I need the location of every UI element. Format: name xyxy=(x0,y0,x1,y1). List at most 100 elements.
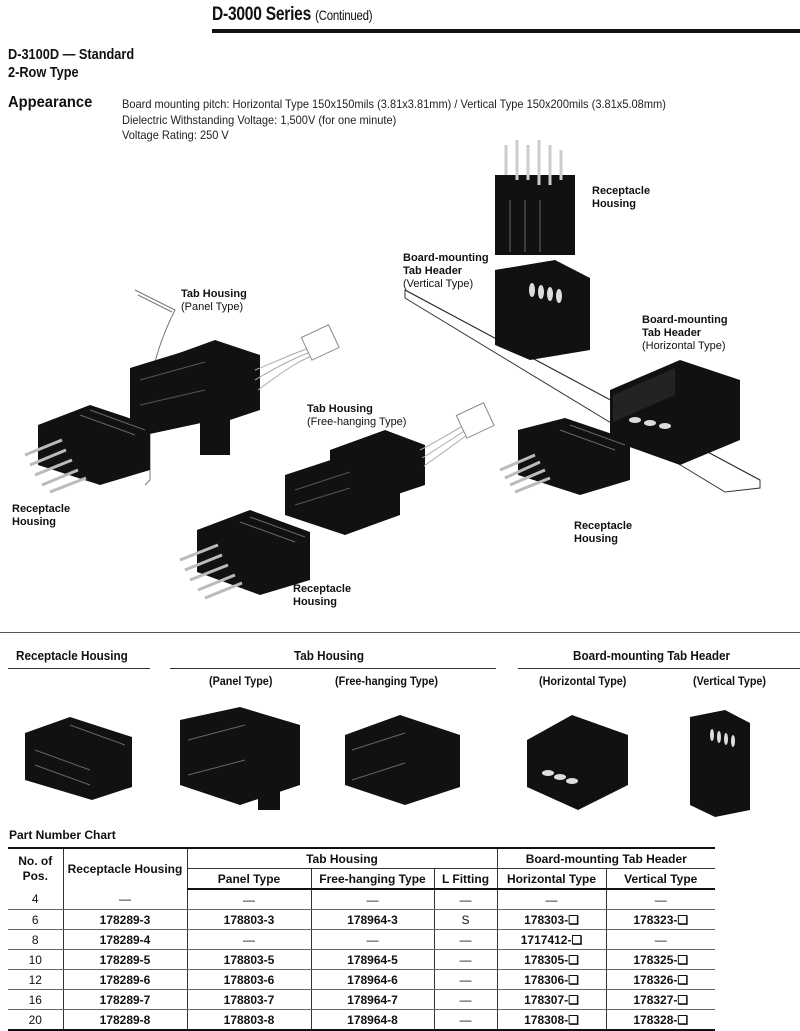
cell-vertical: 178323-❏ xyxy=(605,909,715,930)
header-pos: No. of Pos. xyxy=(8,847,63,889)
cell-lfit: — xyxy=(433,889,497,910)
part-chart-title: Part Number Chart xyxy=(9,828,116,842)
callout-tab-panel: Tab Housing (Panel Type) xyxy=(181,288,247,314)
thumb-tab-free xyxy=(345,715,460,805)
section-divider xyxy=(0,632,800,633)
callout-title: Housing xyxy=(574,533,618,545)
cell-lfit: — xyxy=(433,949,497,970)
cell-panel: 178803-8 xyxy=(186,1009,311,1031)
header-lfit: L Fitting xyxy=(433,868,497,890)
cell-receptacle: — xyxy=(62,889,187,910)
header-panel: Panel Type xyxy=(186,868,311,890)
cell-horizontal: 178308-❏ xyxy=(496,1009,606,1031)
spec-voltage: Voltage Rating: 250 V xyxy=(122,128,229,142)
cell-vertical: — xyxy=(605,929,715,950)
cell-horizontal: 178303-❏ xyxy=(496,909,606,930)
callout-subtitle: (Horizontal Type) xyxy=(642,340,726,352)
receptacle-housing-vertical-drawing xyxy=(495,140,575,255)
header-tab-housing: Tab Housing xyxy=(186,847,497,869)
cell-receptacle: 178289-5 xyxy=(62,949,187,970)
cell-lfit: — xyxy=(433,989,497,1010)
product-head-underline xyxy=(8,668,150,669)
cell-lfit: — xyxy=(433,969,497,990)
callout-subtitle: (Panel Type) xyxy=(181,301,244,313)
thumb-header-horizontal xyxy=(527,715,628,810)
header-horizontal: Horizontal Type xyxy=(496,868,606,890)
product-title-line2: 2-Row Type xyxy=(8,64,79,81)
callout-title: Tab Housing xyxy=(307,403,373,415)
series-title-text: D-3000 Series xyxy=(212,4,312,25)
tab-header-horizontal-drawing xyxy=(610,360,740,465)
callout-title: Housing xyxy=(592,198,636,210)
callout-title: Board-mounting xyxy=(642,314,728,326)
cell-free: 178964-5 xyxy=(310,949,434,970)
callout-title: Tab Header xyxy=(642,327,702,339)
callout-subtitle: (Free-hanging Type) xyxy=(307,416,407,428)
product-head-receptacle: Receptacle Housing xyxy=(16,648,128,663)
product-sub-vertical: (Vertical Type) xyxy=(693,674,767,688)
callout-title: Board-mounting xyxy=(403,252,489,264)
header-free: Free-hanging Type xyxy=(310,868,434,890)
title-rule xyxy=(212,29,800,33)
appearance-specs: Board mounting pitch: Horizontal Type 15… xyxy=(122,97,666,144)
product-thumbnails xyxy=(25,707,750,817)
cell-vertical: 178328-❏ xyxy=(605,1009,715,1031)
callout-receptacle-right: Receptacle Housing xyxy=(574,520,632,546)
header-board-header: Board-mounting Tab Header xyxy=(496,847,715,869)
cell-receptacle: 178289-8 xyxy=(62,1009,187,1031)
cell-pos: 4 xyxy=(8,889,63,910)
cell-free: 178964-7 xyxy=(310,989,434,1010)
cell-free: — xyxy=(310,929,434,950)
product-head-tab-housing: Tab Housing xyxy=(294,648,364,663)
receptacle-housing-mid-drawing xyxy=(179,510,310,600)
callout-board-horizontal: Board-mounting Tab Header (Horizontal Ty… xyxy=(642,314,728,353)
part-number-table: No. of Pos. Receptacle Housing Tab Housi… xyxy=(8,847,715,1031)
product-head-underline xyxy=(170,668,496,669)
cell-vertical: 178327-❏ xyxy=(605,989,715,1010)
header-receptacle: Receptacle Housing xyxy=(62,847,187,889)
cell-horizontal: 178307-❏ xyxy=(496,989,606,1010)
product-sub-horizontal: (Horizontal Type) xyxy=(539,674,627,688)
cell-vertical: — xyxy=(605,889,715,910)
callout-receptacle-mid: Receptacle Housing xyxy=(293,583,351,609)
series-title: D-3000 Series (Continued) xyxy=(212,4,373,26)
spec-pitch: Board mounting pitch: Horizontal Type 15… xyxy=(122,97,666,111)
callout-title: Receptacle xyxy=(12,503,71,515)
receptacle-housing-left-drawing xyxy=(24,405,150,494)
assembly-illustration xyxy=(24,140,761,600)
cell-pos: 20 xyxy=(8,1009,63,1031)
cell-vertical: 178326-❏ xyxy=(605,969,715,990)
header-vertical: Vertical Type xyxy=(605,868,715,890)
cell-free: 178964-6 xyxy=(310,969,434,990)
cell-pos: 16 xyxy=(8,989,63,1010)
product-head-board-header: Board-mounting Tab Header xyxy=(573,648,731,663)
cell-panel: — xyxy=(186,929,311,950)
cell-pos: 10 xyxy=(8,949,63,970)
cell-free: 178964-8 xyxy=(310,1009,434,1031)
cell-pos: 6 xyxy=(8,909,63,930)
callout-title: Tab Housing xyxy=(181,288,247,300)
cell-lfit: — xyxy=(433,929,497,950)
cell-pos: 8 xyxy=(8,929,63,950)
cell-pos: 12 xyxy=(8,969,63,990)
callout-tab-free: Tab Housing (Free-hanging Type) xyxy=(307,403,406,429)
callout-board-vertical: Board-mounting Tab Header (Vertical Type… xyxy=(403,252,489,291)
cell-panel: 178803-5 xyxy=(186,949,311,970)
cell-horizontal: 178306-❏ xyxy=(496,969,606,990)
product-sub-free: (Free-hanging Type) xyxy=(335,674,439,688)
appearance-label: Appearance xyxy=(8,94,93,111)
spec-dielectric: Dielectric Withstanding Voltage: 1,500V … xyxy=(122,112,397,127)
cell-panel: 178803-7 xyxy=(186,989,311,1010)
callout-title: Housing xyxy=(12,516,56,528)
cell-vertical: 178325-❏ xyxy=(605,949,715,970)
thumb-receptacle-housing xyxy=(25,717,132,800)
callout-receptacle-left: Receptacle Housing xyxy=(12,503,70,529)
tab-housing-panel-drawing xyxy=(130,324,340,455)
product-title-line1: D-3100D — Standard xyxy=(8,46,135,63)
thumb-tab-panel xyxy=(180,707,300,810)
cell-lfit: S xyxy=(433,909,497,930)
tab-housing-free-drawing xyxy=(285,402,495,535)
